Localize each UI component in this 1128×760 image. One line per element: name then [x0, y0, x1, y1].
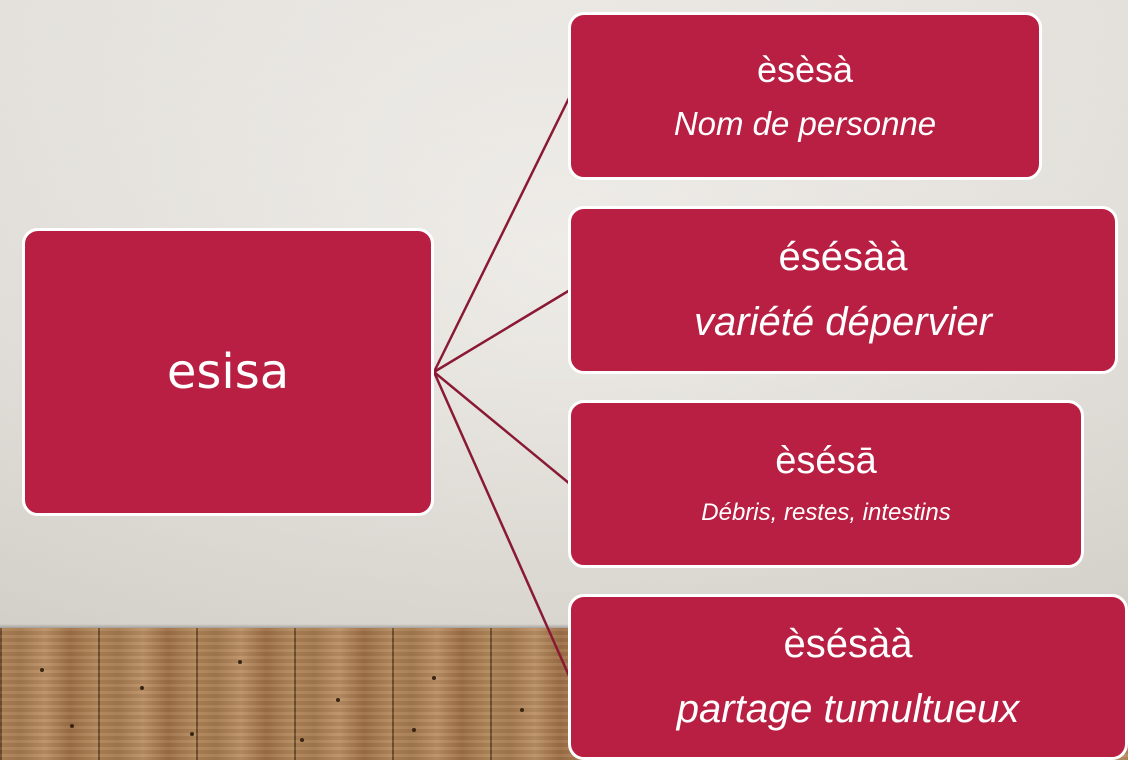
child-word: èsèsà [756, 48, 854, 90]
floor-nail [40, 668, 44, 672]
floor-nail [300, 738, 304, 742]
floor-nail [238, 660, 242, 664]
child-word: ésésàà [778, 235, 908, 279]
child-node-3: èsésā Débris, restes, intestins [568, 400, 1084, 568]
connector-line-1 [432, 95, 572, 373]
floor-nail [412, 728, 416, 732]
floor-edge [0, 624, 1128, 630]
floor-nail [70, 724, 74, 728]
child-node-1: èsèsà Nom de personne [568, 12, 1042, 180]
connector-line-4 [432, 371, 572, 679]
root-label: esisa [166, 344, 290, 400]
floor-nail [336, 698, 340, 702]
child-gloss: variété dépervier [694, 300, 992, 344]
child-word: èsésàà [783, 622, 913, 666]
floor-nail [190, 732, 194, 736]
child-gloss: Débris, restes, intestins [701, 499, 951, 527]
root-node: esisa [22, 228, 434, 516]
child-node-4: èsésàà partage tumultueux [568, 594, 1128, 760]
child-node-2: ésésàà variété dépervier [568, 206, 1118, 374]
floor-nail [432, 676, 436, 680]
child-gloss: partage tumultueux [676, 687, 1020, 731]
connector-line-2 [433, 288, 571, 374]
child-gloss: Nom de personne [673, 104, 937, 142]
floor-nail [520, 708, 524, 712]
connector-line-3 [433, 371, 571, 485]
floor-nail [140, 686, 144, 690]
child-word: èsésā [775, 439, 877, 482]
